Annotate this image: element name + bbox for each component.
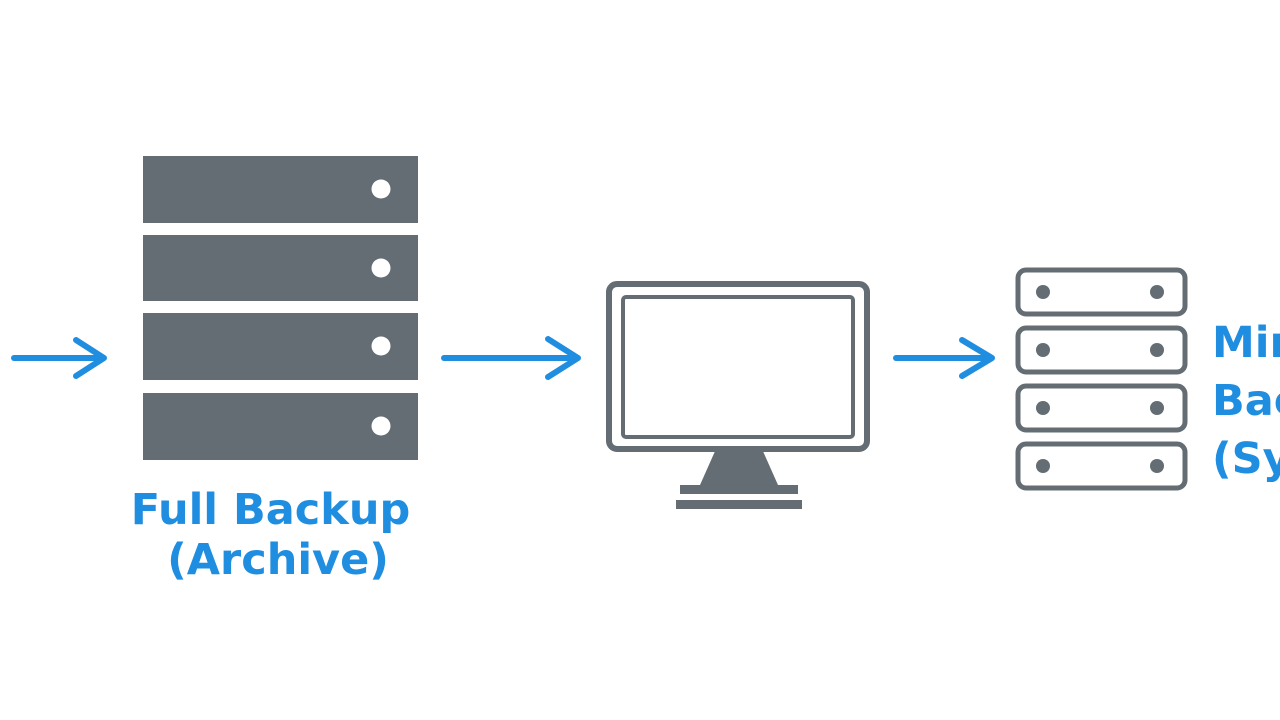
- arrow-right-icon: [893, 337, 995, 379]
- server-stack-icon: [143, 156, 418, 460]
- mirror-backup-label-line-2: Bac: [1212, 376, 1280, 426]
- monitor-icon: [606, 281, 870, 509]
- full-backup-label-line-2: (Archive): [167, 535, 389, 585]
- server-rack-icon: [1015, 267, 1188, 491]
- arrow-right-icon: [441, 336, 581, 380]
- full-backup-label-line-1: Full Backup: [131, 485, 411, 535]
- mirror-backup-label-line-3: (Sy: [1212, 434, 1280, 484]
- arrow-right-icon: [11, 337, 107, 379]
- full-backup-label: Full Backup (Archive): [131, 485, 426, 585]
- mirror-backup-label: Mir Bac (Sy: [1212, 318, 1280, 484]
- mirror-backup-label-line-1: Mir: [1212, 318, 1280, 368]
